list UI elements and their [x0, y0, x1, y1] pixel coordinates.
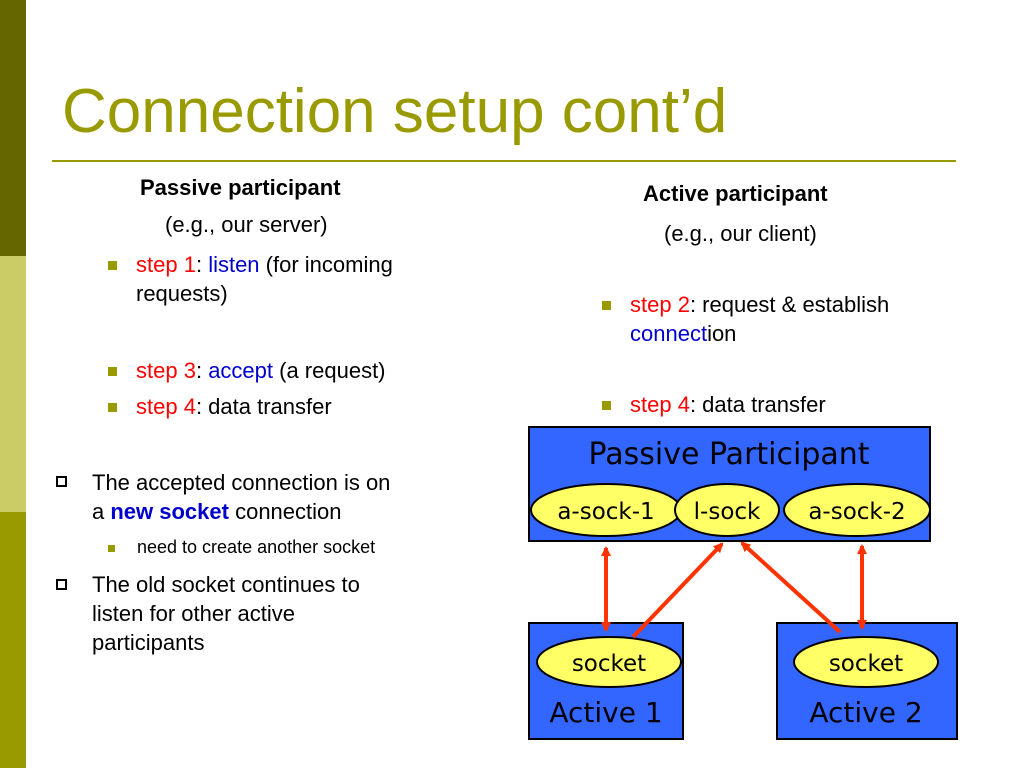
note-text: participants [92, 630, 205, 655]
step-label: step 1 [136, 252, 196, 277]
active-step-2: step 2: request & establish connection [630, 290, 889, 348]
hollow-square-bullet-icon [56, 476, 67, 487]
step-text: : request & establish [689, 292, 890, 317]
a-sock-2-label: a-sock-2 [808, 499, 905, 525]
step-text-cont: ion [707, 321, 737, 346]
passive-step-4: step 4: data transfer [136, 392, 332, 421]
step-action: accept [208, 358, 274, 383]
square-bullet-icon [108, 545, 115, 552]
active-1-label: Active 1 [549, 696, 662, 729]
l-sock-ellipse [674, 483, 780, 537]
step-separator: : [195, 358, 203, 383]
note-sub: need to create another socket [137, 537, 376, 557]
sidebar-segment-top [0, 0, 26, 256]
note-text: a [92, 499, 111, 524]
title-divider [52, 160, 956, 162]
sidebar-segment-middle [0, 256, 26, 512]
a-sock-2-ellipse [783, 483, 931, 537]
sidebar-segment-bottom [0, 512, 26, 768]
active-1-socket-ellipse [536, 636, 682, 688]
step-text: (for incoming [259, 252, 393, 277]
slide-sidebar [0, 0, 26, 768]
step-action: listen [208, 252, 260, 277]
active-heading: Active participant [643, 181, 828, 206]
square-bullet-icon [108, 261, 117, 270]
active-2-socket-ellipse [793, 636, 939, 688]
step-label: step 2 [630, 292, 690, 317]
hollow-square-bullet-icon [56, 579, 67, 590]
slide-title: Connection setup cont’d [62, 77, 728, 146]
square-bullet-icon [602, 401, 611, 410]
l-sock-label: l-sock [694, 499, 761, 525]
arrow-active2-lsock [740, 541, 842, 634]
square-bullet-icon [602, 301, 611, 310]
note-new-socket: The accepted connection is on a new sock… [92, 468, 390, 526]
note-text: The old socket continues to [92, 572, 360, 597]
note-old-socket: The old socket continues to listen for o… [92, 570, 360, 657]
arrow-active1-lsock [631, 542, 724, 639]
passive-subheading: (e.g., our server) [165, 212, 328, 237]
passive-heading: Passive participant [140, 175, 341, 200]
a-sock-1-label: a-sock-1 [557, 499, 654, 525]
active-step-4: step 4: data transfer [630, 390, 826, 419]
active-1-socket-label: socket [572, 651, 646, 677]
step-text: : data transfer [689, 392, 826, 417]
note-emphasis: new socket [110, 499, 229, 524]
passive-step-3: step 3: accept (a request) [136, 356, 386, 385]
active-subheading: (e.g., our client) [664, 221, 817, 246]
note-text: The accepted connection is on [92, 470, 391, 495]
step-text: : data transfer [195, 394, 332, 419]
square-bullet-icon [108, 367, 117, 376]
passive-step-1: step 1: listen (for incoming requests) [136, 250, 393, 308]
square-bullet-icon [108, 403, 117, 412]
step-label: step 3 [136, 358, 196, 383]
step-separator: : [195, 252, 203, 277]
note-text: listen for other active [92, 601, 295, 626]
note-text: connection [228, 499, 342, 524]
active-2-label: Active 2 [809, 696, 922, 729]
passive-box-label: Passive Participant [588, 437, 869, 472]
step-label: step 4 [136, 394, 196, 419]
active-2-socket-label: socket [829, 651, 903, 677]
step-text: (a request) [273, 358, 386, 383]
step-action: connect [630, 321, 708, 346]
step-label: step 4 [630, 392, 690, 417]
step-text-cont: requests) [136, 281, 228, 306]
